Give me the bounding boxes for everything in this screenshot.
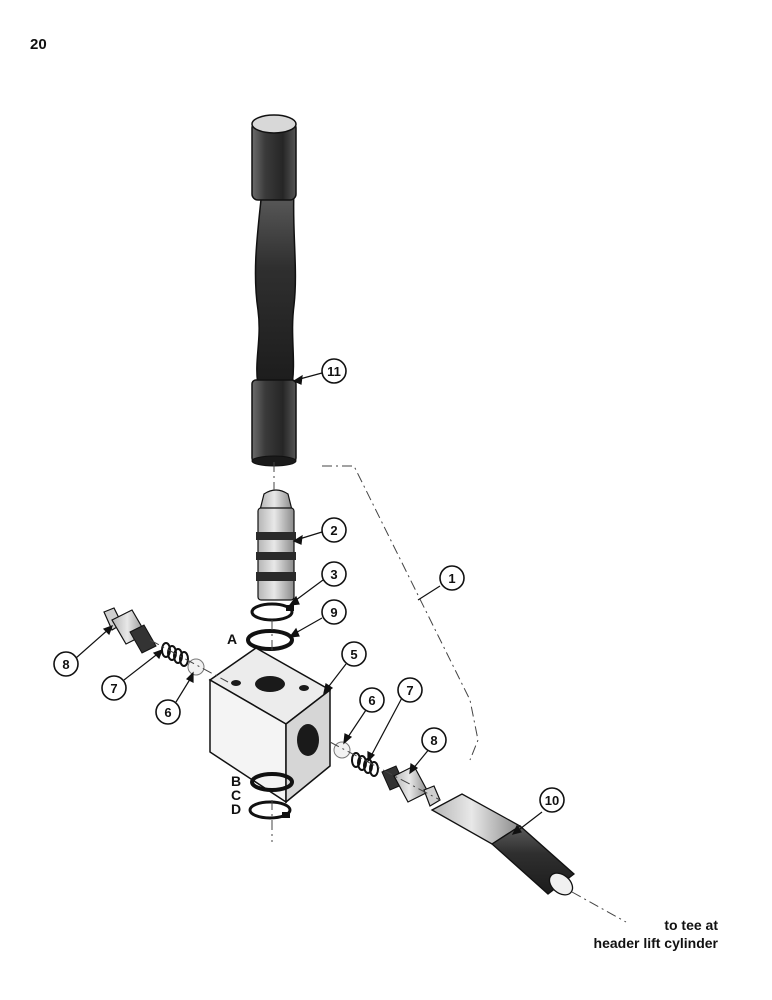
destination-note: to tee at header lift cylinder xyxy=(594,917,719,951)
spring-7-left-coil-4 xyxy=(179,651,189,667)
callout-circles xyxy=(53,358,565,813)
callout-8b-circle xyxy=(421,727,447,753)
hose-assembly-11 xyxy=(251,114,297,467)
spring-7-right xyxy=(351,752,379,777)
callout-leaders xyxy=(75,372,543,835)
arrow-10 xyxy=(511,824,522,835)
callout-7a-circle xyxy=(101,675,127,701)
arrow-2 xyxy=(292,534,303,545)
callout-11: 11 xyxy=(327,364,341,379)
note-line-1: to tee at xyxy=(664,917,718,933)
callout-11-circle xyxy=(321,358,347,384)
snap-ring-3-ear xyxy=(286,605,294,611)
leader-7a xyxy=(123,651,161,681)
arrow-11 xyxy=(292,374,303,385)
callout-5: 5 xyxy=(350,647,357,662)
callout-8a: 8 xyxy=(62,657,69,672)
callout-1: 1 xyxy=(448,571,455,586)
note-line-2: header lift cylinder xyxy=(594,935,719,951)
spring-7-left-coil-3 xyxy=(173,648,183,664)
leader-7b xyxy=(369,693,405,759)
arrow-9 xyxy=(288,627,300,638)
snap-ring-lower xyxy=(248,800,292,820)
port-label-a: A xyxy=(227,631,237,647)
snap-ring-3 xyxy=(250,602,294,622)
callout-7b-circle xyxy=(397,677,423,703)
callout-9-circle xyxy=(321,599,347,625)
arrow-7a xyxy=(152,648,164,660)
hose-11-bottom-ferrule xyxy=(251,379,297,463)
callout-10-circle xyxy=(539,787,565,813)
callout-8b: 8 xyxy=(430,733,437,748)
callout-2: 2 xyxy=(330,523,337,538)
spring-7-right-coil-4 xyxy=(369,761,379,777)
callout-3: 3 xyxy=(330,567,337,582)
arrow-5 xyxy=(323,683,334,695)
page-number: 20 xyxy=(30,36,47,53)
callout-6b: 6 xyxy=(368,693,375,708)
axis-line-right xyxy=(329,741,441,801)
port-label-c: C xyxy=(231,787,241,803)
ball-6-right xyxy=(333,741,351,759)
arrow-8b xyxy=(409,762,419,775)
spool-2-tip xyxy=(259,489,293,511)
hose-10-end xyxy=(548,872,574,896)
port-labels: A B C D xyxy=(227,631,241,817)
leader-8a xyxy=(75,627,111,659)
spring-7-right-coil-2 xyxy=(357,755,367,771)
callout-7a: 7 xyxy=(110,681,117,696)
callout-5-circle xyxy=(341,641,367,667)
block-5-side-port xyxy=(297,724,319,756)
leader-1 xyxy=(417,585,441,601)
assembly-bracket-1 xyxy=(322,465,479,761)
spool-2-groove-3 xyxy=(256,572,296,581)
leader-to-tee xyxy=(571,891,627,923)
callout-6b-circle xyxy=(359,687,385,713)
callout-10: 10 xyxy=(545,793,559,808)
callout-6a: 6 xyxy=(164,705,171,720)
leader-6b xyxy=(345,709,367,741)
port-label-d: D xyxy=(231,801,241,817)
callout-8a-circle xyxy=(53,651,79,677)
hose-11-top-end xyxy=(251,114,297,134)
callout-3-circle xyxy=(321,561,347,587)
spring-7-left-coil-2 xyxy=(167,645,177,661)
arrow-6a xyxy=(185,671,194,683)
callout-2-circle xyxy=(321,517,347,543)
block-5-main-bore xyxy=(255,676,285,692)
callout-7b: 7 xyxy=(406,683,413,698)
block-5-port-small xyxy=(299,685,309,691)
callout-1-circle xyxy=(439,565,465,591)
spool-2-groove-2 xyxy=(256,552,296,560)
block-5-port-a xyxy=(231,680,241,686)
callout-9: 9 xyxy=(330,605,337,620)
hose-11-body xyxy=(254,189,297,386)
o-ring-9 xyxy=(246,629,294,651)
assembly-lines xyxy=(149,462,627,923)
spring-7-right-coil-1 xyxy=(351,752,361,768)
arrow-8a xyxy=(102,624,114,636)
fitting-8-left-thread xyxy=(129,624,157,654)
arrow-6b xyxy=(343,733,353,745)
leader-10 xyxy=(515,811,543,833)
valve-spool-2 xyxy=(256,489,296,601)
fitting-8-left xyxy=(103,607,157,654)
callout-6a-circle xyxy=(155,699,181,725)
spool-2-groove-1 xyxy=(256,532,296,540)
o-ring-lower xyxy=(250,772,294,792)
snap-ring-lower-ear xyxy=(282,812,290,818)
snap-ring-lower-shape xyxy=(248,800,292,820)
axis-line-left xyxy=(149,639,229,683)
spring-7-left xyxy=(161,642,189,667)
port-label-b: B xyxy=(231,773,241,789)
valve-block-5 xyxy=(208,647,332,804)
arrow-7b xyxy=(367,751,376,763)
arrow-3 xyxy=(288,595,300,606)
hose-10 xyxy=(430,793,576,896)
callout-numbers: 11 2 3 9 1 5 8 7 6 6 7 8 10 xyxy=(62,364,559,808)
